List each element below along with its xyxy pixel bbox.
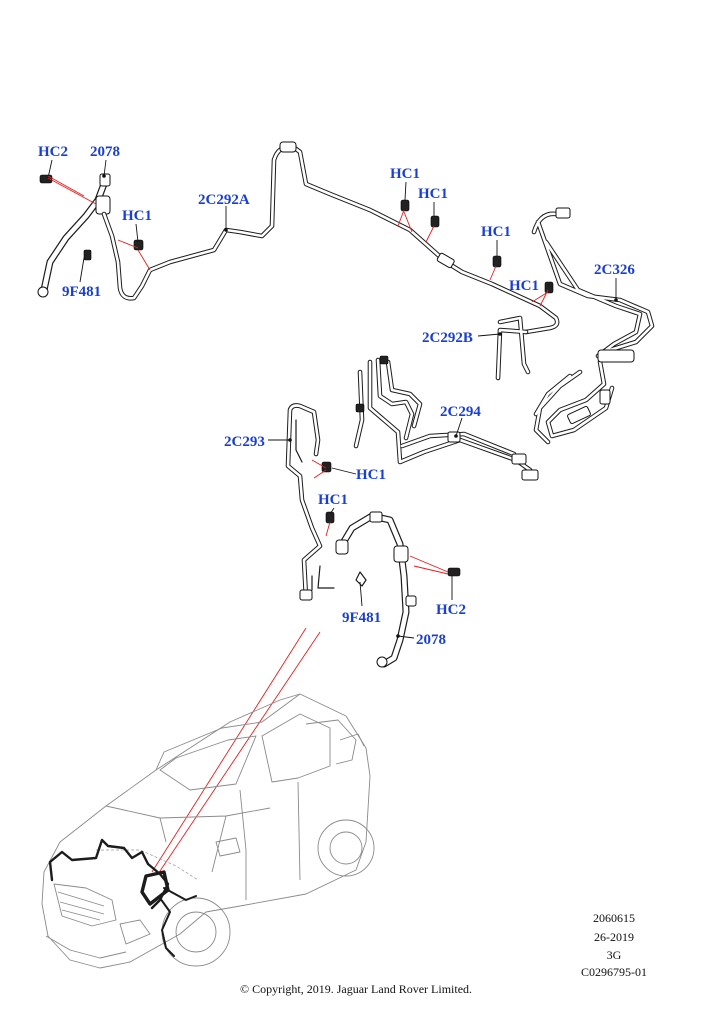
callout-hc1-low: HC1 — [318, 492, 348, 508]
callout-2c292b: 2C292B — [422, 330, 473, 346]
pipe-2c293 — [285, 403, 335, 601]
hc1-clip-mid — [321, 461, 332, 473]
drawing-reference-block: 2060615 26-2019 3G C0296795-01 — [581, 911, 647, 979]
red-leaders — [47, 175, 549, 875]
callout-hc1-d: HC1 — [509, 278, 539, 294]
callout-hc2-top: HC2 — [38, 144, 68, 160]
callout-2c292a: 2C292A — [198, 192, 250, 208]
callout-2c326: 2C326 — [594, 262, 635, 278]
right-brake-hose-assembly — [335, 511, 461, 668]
callout-hc1-a: HC1 — [390, 166, 420, 182]
callout-hc1-mid: HC1 — [356, 467, 386, 483]
callout-hc1-c: HC1 — [481, 224, 511, 240]
hc1-clip-a — [400, 199, 410, 212]
callout-9f481-top: 9F481 — [62, 284, 101, 300]
callout-hc2-low: HC2 — [436, 602, 466, 618]
pipe-2c292b — [495, 315, 531, 381]
callout-9f481-low: 9F481 — [342, 610, 381, 626]
pipe-2c326 — [531, 207, 655, 445]
callout-hc1-b: HC1 — [418, 186, 448, 202]
hc1-clip-c — [492, 255, 502, 268]
vehicle-illustration — [41, 693, 375, 969]
leader-lines — [47, 159, 618, 639]
vehicle-brake-lines — [48, 838, 197, 957]
hc2-clip-low — [447, 567, 461, 577]
copyright-notice: © Copyright, 2019. Jaguar Land Rover Lim… — [240, 982, 472, 996]
callout-2c293: 2C293 — [224, 434, 265, 450]
reference-number: 2060615 — [593, 911, 635, 925]
hc1-clip-b — [430, 215, 440, 228]
hc1-clip-d — [544, 281, 554, 294]
pipe-2c292a — [101, 141, 560, 335]
reference-code: 3G — [607, 948, 622, 962]
illustration-id: C0296795-01 — [581, 965, 647, 979]
bleed-nipple-top — [83, 249, 92, 261]
reference-date: 26-2019 — [594, 930, 634, 944]
callout-2078-top: 2078 — [90, 144, 120, 160]
left-brake-hose-assembly — [37, 173, 111, 298]
hc1-clip-left — [133, 239, 144, 251]
callout-hc1-left: HC1 — [122, 208, 152, 224]
callout-2078-low: 2078 — [416, 632, 446, 648]
callout-labels: HC2 2078 HC1 9F481 2C292A HC1 HC1 HC1 HC… — [38, 144, 635, 648]
callout-2c294: 2C294 — [440, 404, 481, 420]
pipe-2c294 — [353, 355, 539, 481]
